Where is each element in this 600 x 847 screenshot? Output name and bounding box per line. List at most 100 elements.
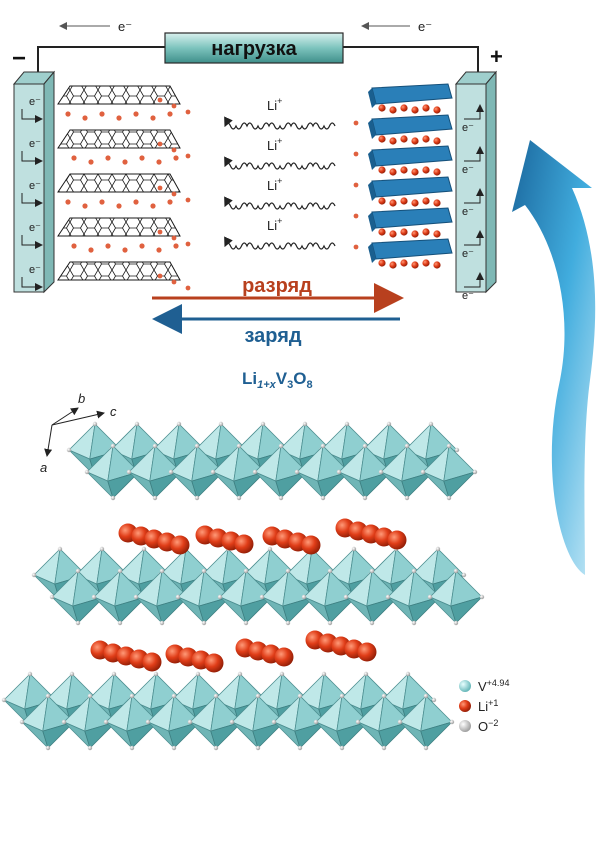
oxygen-atom <box>92 421 98 427</box>
axis-a-label: a <box>40 460 47 475</box>
oxygen-atom <box>252 469 258 475</box>
cathode-lithium-ion <box>400 197 408 205</box>
formula-sub-1: 1+x <box>257 379 277 391</box>
oxygen-atom <box>343 594 349 600</box>
li-ion-label: Li+ <box>267 136 282 153</box>
oxygen-atom <box>229 719 235 725</box>
legend-label: V+4.94 <box>478 678 509 694</box>
vanadium-octahedron <box>366 596 399 624</box>
oxygen-atom <box>255 693 261 699</box>
vanadium-octahedron <box>401 471 434 499</box>
graphite-lithium-ion <box>167 111 173 117</box>
cathode-electron-label: e⁻ <box>462 122 474 134</box>
oxygen-atom <box>243 568 249 574</box>
cathode-electron-arrow <box>464 188 484 204</box>
free-lithium-ion <box>171 279 177 285</box>
cathode-lithium-ion <box>411 261 419 269</box>
oxygen-atom <box>75 620 81 626</box>
oxygen-atom <box>344 421 350 427</box>
oxygen-atom <box>320 495 326 501</box>
vanadium-octahedron <box>443 471 476 499</box>
oxygen-atom <box>91 594 97 600</box>
formula-sub-2: 3 <box>287 379 293 391</box>
oxygen-atom <box>339 745 345 751</box>
oxygen-atom <box>213 693 219 699</box>
oxygen-atom <box>87 745 93 751</box>
oxygen-atom <box>117 620 123 626</box>
oxygen-atom <box>479 594 485 600</box>
anode-electron-label: e⁻ <box>29 222 41 234</box>
graphite-lithium-ion <box>71 243 77 249</box>
cathode-lithium-ion <box>389 199 397 207</box>
oxygen-atom <box>110 495 116 501</box>
plus-sign: + <box>490 44 503 69</box>
cathode-layer-edge <box>368 88 376 108</box>
cathode-lithium-ion <box>400 259 408 267</box>
oxygen-atom <box>213 745 219 751</box>
oxygen-atom <box>453 568 459 574</box>
legend-swatch <box>459 700 471 712</box>
oxygen-atom <box>431 697 437 703</box>
cathode-lithium-ion <box>422 228 430 236</box>
oxygen-atom <box>49 594 55 600</box>
cathode-free-lithium <box>353 244 359 250</box>
graphite-lithium-ion <box>82 115 88 121</box>
oxygen-atom <box>103 719 109 725</box>
cathode-lithium-ion <box>433 137 441 145</box>
lithium-atom <box>170 535 190 555</box>
oxygen-atom <box>45 693 51 699</box>
vanadium-octahedron <box>42 721 75 749</box>
crystal-axes: b c a <box>40 391 117 475</box>
oxygen-atom <box>404 443 410 449</box>
oxygen-atom <box>454 447 460 453</box>
anode-electron-arrow <box>21 151 43 165</box>
electron-label-top-left: e⁻ <box>118 19 132 34</box>
graphite-lithium-ion <box>133 111 139 117</box>
discharge-label: разряд <box>242 275 312 297</box>
cathode-free-lithium <box>353 151 359 157</box>
free-lithium-ion <box>171 235 177 241</box>
oxygen-atom <box>386 421 392 427</box>
formula-v: V <box>276 369 288 388</box>
oxygen-atom <box>168 469 174 475</box>
cathode-free-lithium <box>353 213 359 219</box>
oxygen-atom <box>111 671 117 677</box>
electron-flow-top-left: e⁻ <box>59 19 132 34</box>
oxygen-atom <box>351 546 357 552</box>
li-ion-label: Li+ <box>267 176 282 193</box>
vanadium-octahedron <box>359 471 392 499</box>
load-label: нагрузка <box>211 38 297 60</box>
vanadium-octahedron <box>275 471 308 499</box>
oxygen-atom <box>129 693 135 699</box>
vanadium-octahedron <box>84 721 117 749</box>
axis-b-label: b <box>78 391 85 406</box>
free-lithium-ion <box>185 197 191 203</box>
cathode-layer <box>371 114 453 136</box>
cathode-lithium-ion <box>411 168 419 176</box>
oxygen-atom <box>133 594 139 600</box>
cathode-lithium-ion <box>422 259 430 267</box>
oxygen-atom <box>301 594 307 600</box>
oxygen-atom <box>278 495 284 501</box>
oxygen-atom <box>327 620 333 626</box>
legend-label: Li+1 <box>478 698 498 714</box>
cathode-lithium-ion <box>400 166 408 174</box>
load-resistor: нагрузка <box>164 32 344 64</box>
charge-arrow: заряд <box>152 304 400 347</box>
oxygen-atom <box>385 594 391 600</box>
legend-label: O−2 <box>478 718 498 734</box>
graphite-lithium-ion <box>105 155 111 161</box>
oxygen-atom <box>153 671 159 677</box>
oxygen-atom <box>297 693 303 699</box>
cathode-lithium-ion <box>411 137 419 145</box>
cathode-layer-edge <box>368 150 376 170</box>
oxygen-atom <box>201 620 207 626</box>
graphite-sheet <box>57 173 181 193</box>
legend-swatch <box>459 680 471 692</box>
graphite-lithium-ion <box>150 115 156 121</box>
vanadium-octahedron <box>198 596 231 624</box>
external-circuit <box>37 46 479 72</box>
cathode-lithium-ion <box>378 197 386 205</box>
cathode-lithium-ion <box>422 135 430 143</box>
cathode-lithium-ion <box>422 197 430 205</box>
